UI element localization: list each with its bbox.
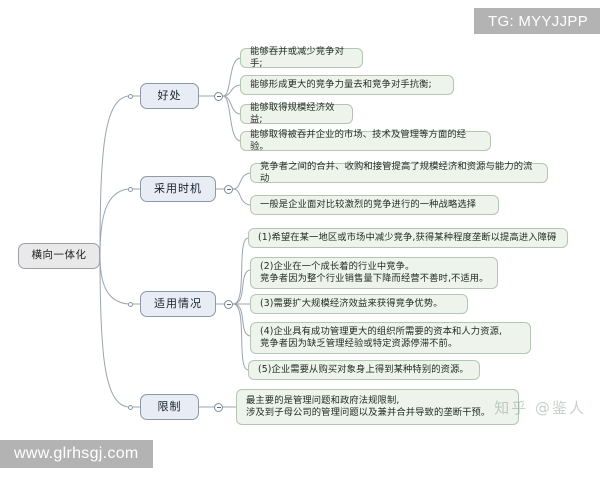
collapse-toggle-3[interactable]	[224, 299, 233, 309]
collapse-toggle-1[interactable]	[214, 91, 223, 101]
mindmap-leaf-node[interactable]: 能够取得被吞并企业的市场、技术及管理等方面的经验。	[240, 128, 491, 152]
branch-dot-3[interactable]	[128, 301, 133, 307]
site-watermark: www.glrhsgj.com	[0, 440, 153, 468]
mindmap-branch-node-2[interactable]: 采用时机	[140, 176, 216, 202]
mindmap-leaf-node[interactable]: 能够吞并或减少竞争对手;	[240, 45, 363, 69]
root-label: 横向一体化	[31, 249, 87, 262]
telegram-watermark: TG: MYYJJPP	[474, 8, 600, 34]
mindmap-leaf-node[interactable]: 能够形成更大的竞争力量去和竞争对手抗衡;	[240, 75, 454, 95]
leaf-label: 竞争者之间的合并、收购和接管提高了规模经济和资源与能力的流动	[260, 160, 533, 184]
mindmap-branch-node-4[interactable]: 限制	[140, 394, 199, 420]
leaf-label: 能够吞并或减少竞争对手;	[250, 45, 344, 69]
branch-label-1: 好处	[157, 88, 182, 102]
leaf-label: 最主要的是管理问题和政府法规限制, 涉及到子母公司的管理问题以及兼并合并导致的垄…	[246, 394, 491, 418]
zhihu-watermark: 知乎 @鉴人	[494, 399, 586, 417]
mindmap-leaf-node[interactable]: 能够取得规模经济效益;	[240, 101, 353, 125]
leaf-label: 一般是企业面对比较激烈的竞争进行的一种战略选择	[260, 198, 477, 210]
leaf-label: (1)希望在某一地区或市场中减少竞争,获得某种程度垄断以提高进入障碍	[258, 231, 557, 243]
mindmap-branch-node-3[interactable]: 适用情况	[140, 291, 216, 317]
collapse-toggle-4[interactable]	[214, 402, 223, 412]
branch-dot-2[interactable]	[128, 186, 133, 192]
mindmap-branch-node-1[interactable]: 好处	[140, 83, 199, 109]
branch-dot-1[interactable]	[128, 93, 133, 99]
mindmap-leaf-node[interactable]: 一般是企业面对比较激烈的竞争进行的一种战略选择	[250, 195, 499, 215]
leaf-label: 能够形成更大的竞争力量去和竞争对手抗衡;	[250, 78, 432, 90]
branch-label-2: 采用时机	[154, 181, 202, 195]
leaf-label: (4)企业具有成功管理更大的组织所需要的资本和人力资源, 竞争者因为缺乏管理经验…	[260, 325, 503, 349]
branch-label-4: 限制	[157, 399, 182, 413]
mindmap-leaf-node[interactable]: (2)企业在一个成长着的行业中竞争。 竞争者因为整个行业销售量下降而经营不善时,…	[250, 257, 498, 289]
mindmap-leaf-node[interactable]: (1)希望在某一地区或市场中减少竞争,获得某种程度垄断以提高进入障碍	[248, 228, 568, 248]
mindmap-leaf-node[interactable]: 竞争者之间的合并、收购和接管提高了规模经济和资源与能力的流动	[250, 160, 548, 184]
collapse-toggle-2[interactable]	[224, 184, 233, 194]
branch-dot-4[interactable]	[128, 404, 133, 410]
leaf-label: (2)企业在一个成长着的行业中竞争。 竞争者因为整个行业销售量下降而经营不善时,…	[260, 260, 489, 284]
mindmap-leaf-node[interactable]: 最主要的是管理问题和政府法规限制, 涉及到子母公司的管理问题以及兼并合并导致的垄…	[236, 389, 519, 425]
leaf-label: (5)企业需要从购买对象身上得到某种特别的资源。	[258, 363, 469, 375]
branch-label-3: 适用情况	[154, 296, 202, 310]
mindmap-root-node[interactable]: 横向一体化	[18, 243, 100, 269]
mindmap-leaf-node[interactable]: (5)企业需要从购买对象身上得到某种特别的资源。	[248, 360, 480, 380]
mindmap-leaf-node[interactable]: (3)需要扩大规模经济效益来获得竞争优势。	[250, 294, 468, 314]
leaf-label: (3)需要扩大规模经济效益来获得竞争优势。	[260, 297, 443, 309]
leaf-label: 能够取得规模经济效益;	[250, 101, 335, 125]
leaf-label: 能够取得被吞并企业的市场、技术及管理等方面的经验。	[250, 128, 467, 152]
mindmap-leaf-node[interactable]: (4)企业具有成功管理更大的组织所需要的资本和人力资源, 竞争者因为缺乏管理经验…	[250, 322, 531, 354]
